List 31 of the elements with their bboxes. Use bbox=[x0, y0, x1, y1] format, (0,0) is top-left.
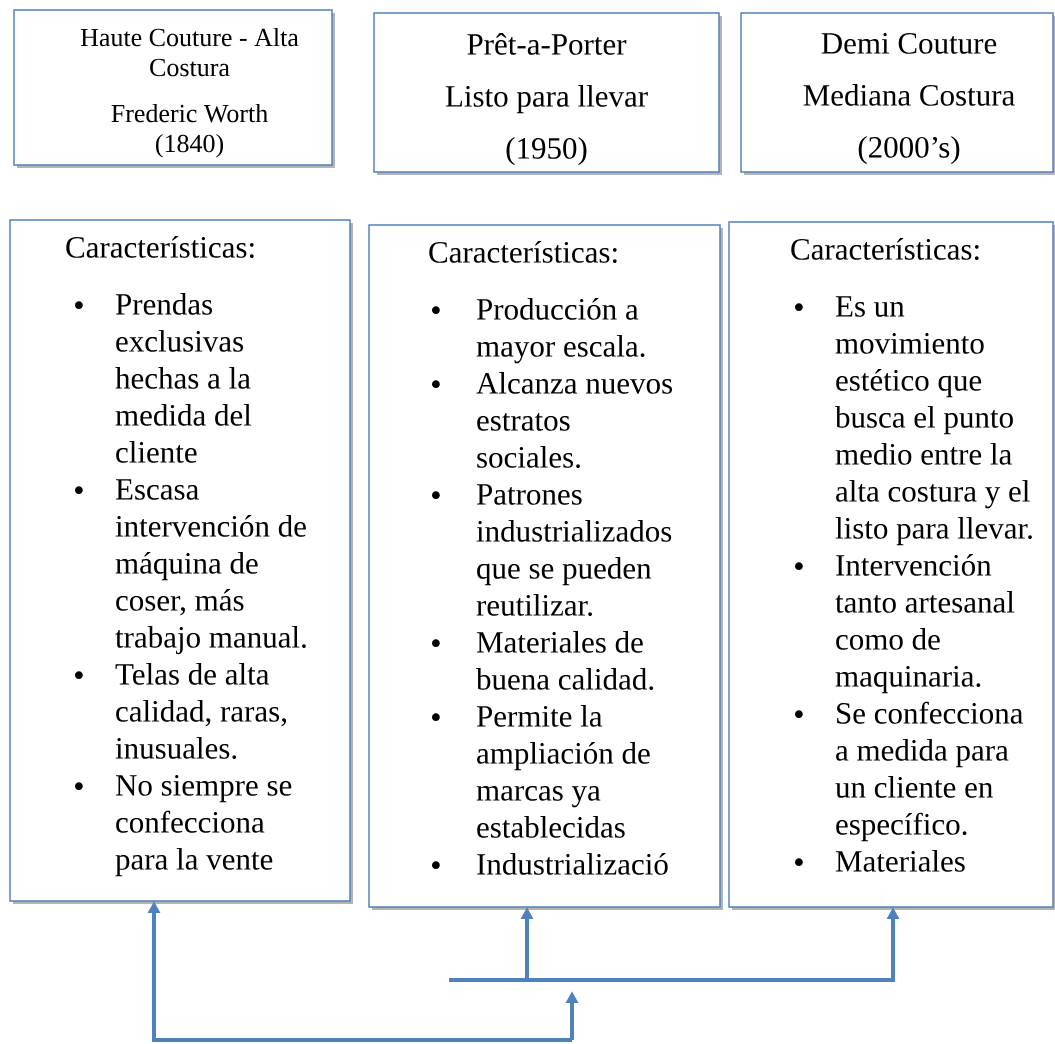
list-item: Prendas exclusivas hechas a la medida del cliente bbox=[75, 293, 252, 463]
text-box bbox=[9, 219, 353, 904]
heading: Características: bbox=[66, 236, 254, 258]
text-box bbox=[740, 12, 1055, 175]
text-box bbox=[373, 12, 722, 175]
text-box bbox=[13, 9, 335, 168]
text-box bbox=[368, 224, 723, 910]
title-text: Prêt-a-Porter bbox=[467, 33, 627, 55]
list-item: Intervención tanto artesanal como de maquinaria. bbox=[795, 554, 1015, 694]
list-item: Permite la ampliación de marcas ya establecidas bbox=[432, 705, 650, 838]
title-text: Haute Couture - Alta Costura bbox=[80, 28, 299, 77]
list-item: Escasa intervención de máquina de coser, más trabajo manual. bbox=[75, 479, 306, 655]
list-item: Patrones industrializados que se pueden reutilizar. bbox=[432, 484, 672, 616]
text-box bbox=[728, 221, 1055, 910]
list-item: No siempre se confecciona para la vente bbox=[75, 775, 292, 877]
list-item: Materiales de buena calidad. bbox=[432, 631, 653, 690]
list-item: Telas de alta calidad, raras, inusuales. bbox=[75, 663, 287, 759]
list-item: Es un movimiento estético que busca el punto medio entre la alta costura y el listo para llevar. bbox=[795, 296, 1032, 546]
heading: Características: bbox=[429, 241, 617, 263]
title-text: (1950) bbox=[506, 137, 587, 166]
list-item: Materiales bbox=[795, 850, 965, 872]
list-item: Alcanza nuevos estratos sociales. bbox=[432, 372, 672, 468]
title-text: Mediana Costura bbox=[803, 84, 1015, 106]
title-text: Frederic Worth (1840) bbox=[111, 104, 268, 158]
title-text: Demi Couture bbox=[821, 33, 997, 54]
heading: Características: bbox=[791, 238, 979, 260]
list-item: Industrializació bbox=[432, 853, 668, 875]
title-text: Listo para llevar bbox=[445, 85, 648, 114]
list-item: Producción a mayor escala. bbox=[432, 298, 645, 364]
title-text: (2000’s) bbox=[858, 136, 960, 165]
list-item: Se confecciona a medida para un cliente en específico. bbox=[795, 701, 1024, 842]
